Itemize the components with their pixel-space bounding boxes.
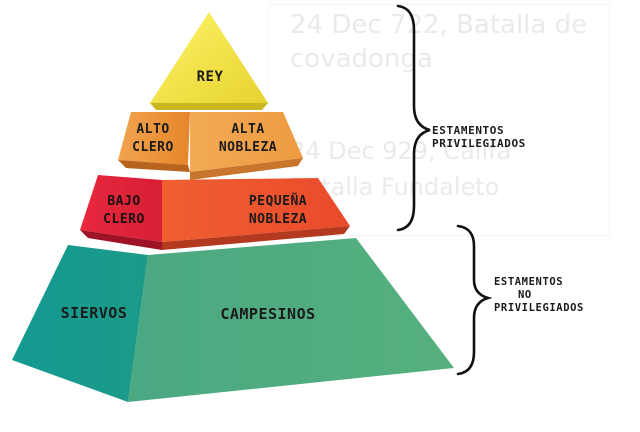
- label-alta-nobleza-line1: ALTA: [231, 122, 265, 137]
- label-estamentos-no-privilegiados-line2: NO: [518, 289, 532, 301]
- label-estamentos-privilegiados: ESTAMENTOS PRIVILEGIADOS: [432, 124, 526, 150]
- brace-no-privilegiados: [456, 224, 493, 376]
- brace-privilegiados: [396, 4, 431, 232]
- label-estamentos-no-privilegiados: ESTAMENTOS NO PRIVILEGIADOS: [494, 276, 584, 315]
- tier-siervos-campesinos: [12, 238, 454, 402]
- label-bajo-clero-line1: BAJO: [107, 194, 141, 209]
- tier-bajo-clero-pequena-nobleza: [80, 175, 350, 250]
- label-rey: REY: [196, 69, 224, 85]
- label-alto-clero-line1: ALTO: [136, 122, 170, 137]
- label-alto-clero: ALTO CLERO: [116, 121, 190, 157]
- background-text-line: covadonga: [290, 44, 433, 74]
- label-alto-clero-line2: CLERO: [132, 140, 174, 155]
- label-alta-nobleza-line2: NOBLEZA: [218, 140, 278, 155]
- label-estamentos-no-privilegiados-line3: PRIVILEGIADOS: [494, 302, 584, 314]
- label-alta-nobleza: ALTA NOBLEZA: [200, 121, 296, 157]
- background-text-line: 24 Dec 722, Batalla de: [290, 10, 588, 40]
- tier-rey: [150, 12, 268, 110]
- label-estamentos-no-privilegiados-line1: ESTAMENTOS: [494, 276, 564, 288]
- background-text-line: 24 Dec 929, Califa: [290, 137, 512, 165]
- label-campesinos: CAMPESINOS: [220, 305, 316, 323]
- label-estamentos-privilegiados-line1: ESTAMENTOS: [432, 124, 505, 137]
- label-bajo-clero: BAJO CLERO: [92, 193, 156, 229]
- label-pequena-nobleza: PEQUEÑA NOBLEZA: [226, 193, 330, 229]
- label-pequena-nobleza-line2: NOBLEZA: [248, 212, 308, 227]
- label-pequena-nobleza-line1: PEQUEÑA: [248, 194, 308, 209]
- label-bajo-clero-line2: CLERO: [103, 212, 145, 227]
- label-siervos: SIERVOS: [60, 304, 128, 322]
- tier-alto-clero-alta-nobleza: [118, 112, 303, 180]
- label-estamentos-privilegiados-line2: PRIVILEGIADOS: [432, 137, 526, 150]
